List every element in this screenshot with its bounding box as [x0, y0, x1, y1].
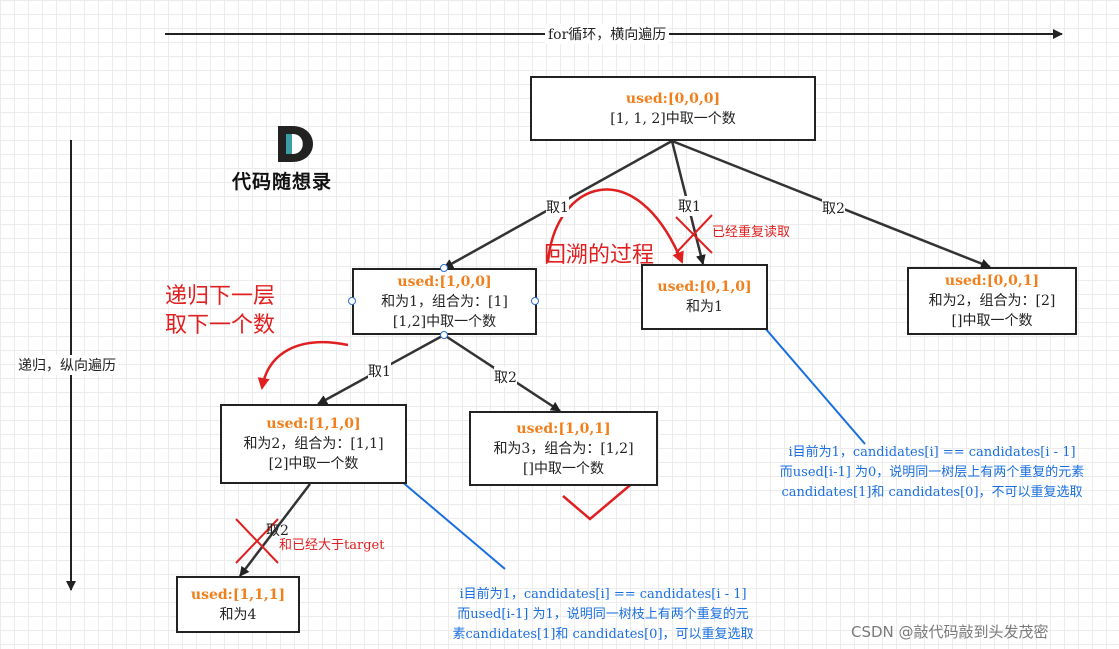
logo-text: 代码随想录 — [232, 171, 333, 193]
selection-handle[interactable] — [440, 264, 448, 272]
recurse-label-line1: 递归下一层 — [165, 284, 276, 309]
node-text: 和为2，组合为：[2] — [928, 293, 1056, 309]
edge-label: 取2 — [822, 198, 845, 218]
note-line: 素candidates[1]和 candidates[0]，可以重复选取 — [452, 627, 754, 642]
vertical-axis-label: 递归，纵向遍历 — [16, 355, 118, 375]
node-used-label: used:[1,0,0] — [397, 273, 492, 290]
edge-label: 取1 — [678, 196, 701, 216]
tree-node-n101: used:[1,0,1] 和为3，组合为：[1,2] []中取一个数 — [469, 411, 658, 486]
selection-handle[interactable] — [348, 297, 356, 305]
node-text: []中取一个数 — [523, 460, 604, 477]
node-text: 和为4 — [219, 606, 257, 623]
edge-label: 取2 — [494, 367, 517, 387]
horizontal-axis-label: for循环，横向遍历 — [545, 24, 670, 44]
edge-n110-to-n111 — [239, 483, 311, 577]
note-line: i目前为1，candidates[i] == candidates[i - 1] — [788, 445, 1076, 460]
watermark: CSDN @敲代码敲到头发茂密 — [851, 623, 1049, 641]
tree-node-n111: used:[1,1,1] 和为4 — [176, 576, 300, 633]
tree-node-n100: used:[1,0,0] 和为1，组合为：[1] [1,2]中取一个数 — [352, 268, 537, 335]
logo-icon — [278, 126, 313, 162]
node-text: 和为3，组合为：[1,2] — [493, 440, 634, 457]
recurse-arrow — [257, 340, 349, 390]
node-used-label: used:[1,0,1] — [516, 420, 611, 437]
node-text: 和为1，组合为：[1] — [381, 293, 508, 310]
backtrack-label: 回溯的过程 — [544, 243, 655, 268]
node-text: []中取一个数 — [951, 313, 1033, 329]
selection-handle[interactable] — [531, 297, 539, 305]
node-text: [1,2]中取一个数 — [392, 313, 497, 330]
note-line: candidates[1]和 candidates[0]，不可以重复选取 — [781, 485, 1083, 500]
edge-label: 取1 — [368, 361, 391, 381]
tree-node-n110: used:[1,1,0] 和为2，组合为：[1,1] [2]中取一个数 — [220, 404, 407, 484]
edge-label: 取1 — [546, 197, 569, 217]
node-used-label: used:[0,1,0] — [657, 279, 752, 295]
exceed-target-note: 和已经大于target — [279, 538, 385, 553]
node-used-label: used:[1,1,0] — [266, 416, 361, 432]
node-text: [1, 1, 2]中取一个数 — [610, 110, 736, 127]
red-cross-mark-1 — [675, 214, 713, 254]
tree-node-root: used:[0,0,0] [1, 1, 2]中取一个数 — [530, 76, 816, 141]
edge-label: 取2 — [266, 523, 289, 539]
note-line: 而used[i-1] 为0，说明同一树层上有两个重复的元素 — [779, 465, 1085, 480]
already-repeat-note: 已经重复读取 — [712, 225, 791, 240]
node-used-label: used:[1,1,1] — [190, 586, 286, 603]
note-line: 而used[i-1] 为1，说明同一树枝上有两个重复的元 — [457, 607, 749, 622]
node-text: [2]中取一个数 — [268, 456, 359, 472]
backtrack-arrow — [546, 188, 684, 264]
same-branch-duplicate-note: i目前为1，candidates[i] == candidates[i - 1]… — [428, 585, 778, 645]
node-text: 和为1 — [686, 299, 723, 315]
red-cross-mark-2 — [235, 518, 279, 564]
node-used-label: used:[0,0,0] — [625, 90, 721, 107]
node-used-label: used:[0,0,1] — [944, 273, 1040, 289]
red-check-mark — [562, 480, 636, 521]
note-line: i目前为1，candidates[i] == candidates[i - 1] — [459, 587, 747, 602]
node-text: 和为2，组合为：[1,1] — [243, 436, 384, 452]
tree-node-n001: used:[0,0,1] 和为2，组合为：[2] []中取一个数 — [907, 267, 1077, 335]
recurse-label-line2: 取下一个数 — [165, 313, 276, 338]
same-level-duplicate-note: i目前为1，candidates[i] == candidates[i - 1]… — [752, 443, 1112, 503]
tree-node-n010: used:[0,1,0] 和为1 — [641, 264, 768, 330]
selection-handle[interactable] — [440, 331, 448, 339]
